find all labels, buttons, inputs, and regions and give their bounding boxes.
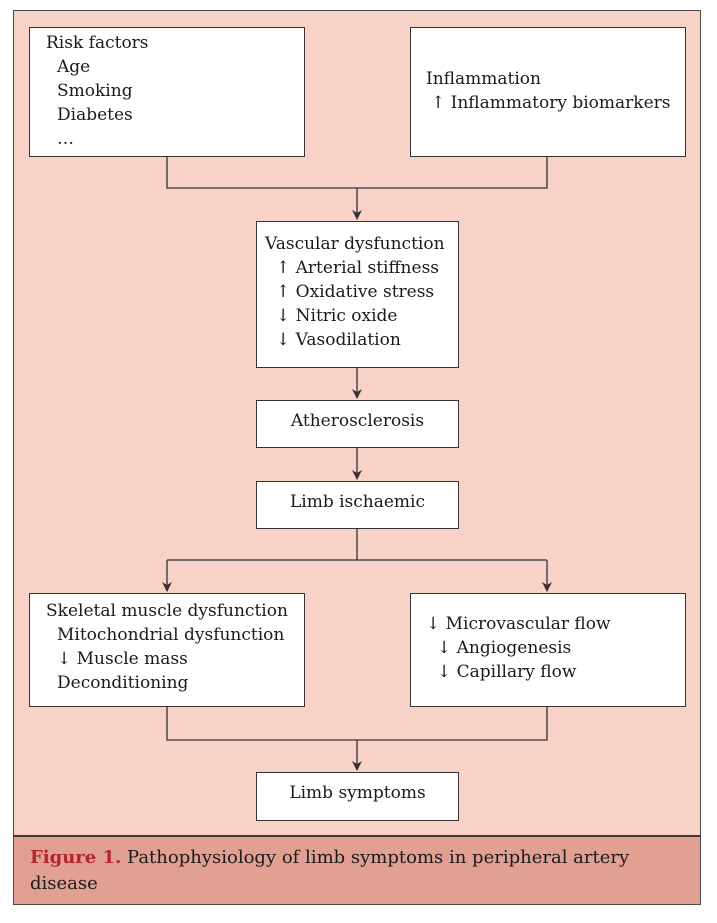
inflammatory-biomarkers: ↑ Inflammatory biomarkers	[431, 93, 671, 113]
vasodilation: ↓ Vasodilation	[276, 330, 401, 350]
limb-symptoms-label: Limb symptoms	[289, 783, 426, 803]
vascular-dysfunction-title: Vascular dysfunction	[265, 234, 445, 254]
skeletal-muscle-box: Skeletal muscle dysfunction Mitochondria…	[29, 593, 305, 707]
risk-factor-more: …	[57, 129, 74, 149]
inflammation-title: Inflammation	[426, 69, 541, 89]
vascular-dysfunction-box: Vascular dysfunction ↑ Arterial stiffnes…	[256, 221, 459, 368]
risk-factors-box: Risk factors Age Smoking Diabetes …	[29, 27, 305, 157]
caption-text: Pathophysiology of limb symptoms in peri…	[30, 847, 630, 894]
muscle-mass: ↓ Muscle mass	[57, 649, 188, 669]
risk-factor-age: Age	[57, 57, 91, 77]
oxidative-stress: ↑ Oxidative stress	[276, 282, 435, 302]
inflammation-box: Inflammation ↑ Inflammatory biomarkers	[410, 27, 686, 157]
skeletal-muscle-title: Skeletal muscle dysfunction	[46, 601, 288, 621]
figure-caption: Figure 1. Pathophysiology of limb sympto…	[30, 845, 695, 897]
atherosclerosis-label: Atherosclerosis	[290, 411, 425, 431]
limb-ischaemic-label: Limb ischaemic	[289, 492, 426, 512]
deconditioning: Deconditioning	[57, 673, 189, 693]
nitric-oxide: ↓ Nitric oxide	[276, 306, 398, 326]
arterial-stiffness: ↑ Arterial stiffness	[276, 258, 440, 278]
microvascular-title: ↓ Microvascular flow	[426, 614, 611, 634]
microvascular-box: ↓ Microvascular flow ↓ Angiogenesis ↓ Ca…	[410, 593, 686, 707]
connector-risk-factors	[166, 156, 548, 189]
connector-bottom-merge	[166, 706, 548, 741]
capillary-flow: ↓ Capillary flow	[437, 662, 577, 682]
risk-factor-diabetes: Diabetes	[57, 105, 133, 125]
angiogenesis: ↓ Angiogenesis	[437, 638, 572, 658]
risk-factors-title: Risk factors	[46, 33, 149, 53]
figure-label: Figure 1.	[30, 847, 122, 868]
atherosclerosis-box: Atherosclerosis	[256, 400, 459, 448]
limb-symptoms-box: Limb symptoms	[256, 772, 459, 821]
caption-bar	[13, 835, 701, 905]
risk-factor-smoking: Smoking	[57, 81, 133, 101]
limb-ischaemic-box: Limb ischaemic	[256, 481, 459, 529]
mitochondrial-dysfunction: Mitochondrial dysfunction	[57, 625, 285, 645]
